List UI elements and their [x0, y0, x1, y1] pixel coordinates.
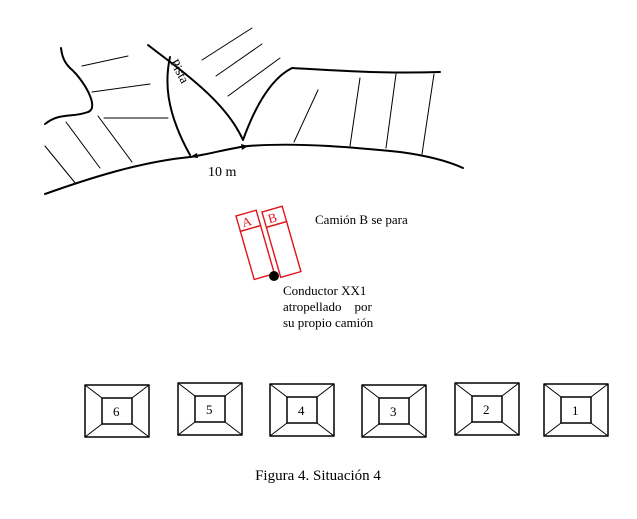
hatch-line	[349, 77, 361, 147]
driver-note-line-1: Conductor XX1	[283, 283, 366, 298]
truck-b-note: Camión B se para	[315, 212, 408, 227]
bay-inner	[286, 396, 318, 424]
bay-3: 3	[361, 384, 427, 438]
bay-frame	[454, 382, 520, 436]
bay-4: 4	[269, 383, 335, 437]
distance-label: 10 m	[208, 165, 237, 180]
hatch-line	[81, 55, 129, 67]
lower-road-edge	[44, 143, 464, 195]
bay-inner	[101, 397, 133, 425]
driver-position-marker	[269, 271, 279, 281]
bay-inner	[194, 395, 226, 423]
hatch-line	[97, 115, 133, 163]
hatch-line	[227, 57, 281, 97]
hatch-line	[44, 145, 77, 185]
dimension-arrow-right	[241, 144, 248, 150]
truck-a-body	[239, 224, 276, 281]
bay-2: 2	[454, 382, 520, 436]
hatch-line	[91, 83, 151, 93]
figure-caption: Figura 4. Situación 4	[255, 468, 381, 484]
hatch-line	[293, 89, 319, 143]
bay-number: 2	[483, 402, 490, 417]
bay-inner	[471, 395, 503, 423]
hatch-line	[65, 121, 101, 169]
driver-note-line-3: su propio camión	[283, 315, 374, 330]
road-sketch	[44, 27, 464, 195]
bay-number: 4	[298, 403, 305, 418]
bay-number: 3	[390, 404, 397, 419]
bay-frame	[84, 384, 150, 438]
bay-number: 5	[206, 402, 213, 417]
driver-note-line-2: atropellado por	[283, 299, 372, 314]
truck-b: B	[261, 205, 302, 279]
road-label: Pista	[167, 56, 192, 86]
distance-dimension-line	[189, 145, 249, 158]
bay-5: 5	[177, 382, 243, 436]
upper-left-road-edge	[44, 47, 94, 125]
bay-inner	[378, 397, 410, 425]
dimension-arrow-left	[190, 153, 198, 158]
middle-road-edge	[166, 56, 191, 156]
truck-a: A	[235, 209, 276, 281]
bay-frame	[269, 383, 335, 437]
bay-6: 6	[84, 384, 150, 438]
bay-number: 1	[572, 403, 579, 418]
bay-frame	[177, 382, 243, 436]
bay-number: 6	[113, 404, 120, 419]
bay-frame	[361, 384, 427, 438]
hatch-line	[201, 27, 253, 61]
hatch-line	[215, 43, 263, 77]
bay-frame	[543, 383, 609, 437]
bay-inner	[560, 396, 592, 424]
hatch-line	[385, 73, 397, 149]
upper-right-road-edge	[147, 44, 441, 141]
truck-b-body	[265, 220, 302, 279]
bay-1: 1	[543, 383, 609, 437]
hatch-line	[421, 73, 435, 155]
